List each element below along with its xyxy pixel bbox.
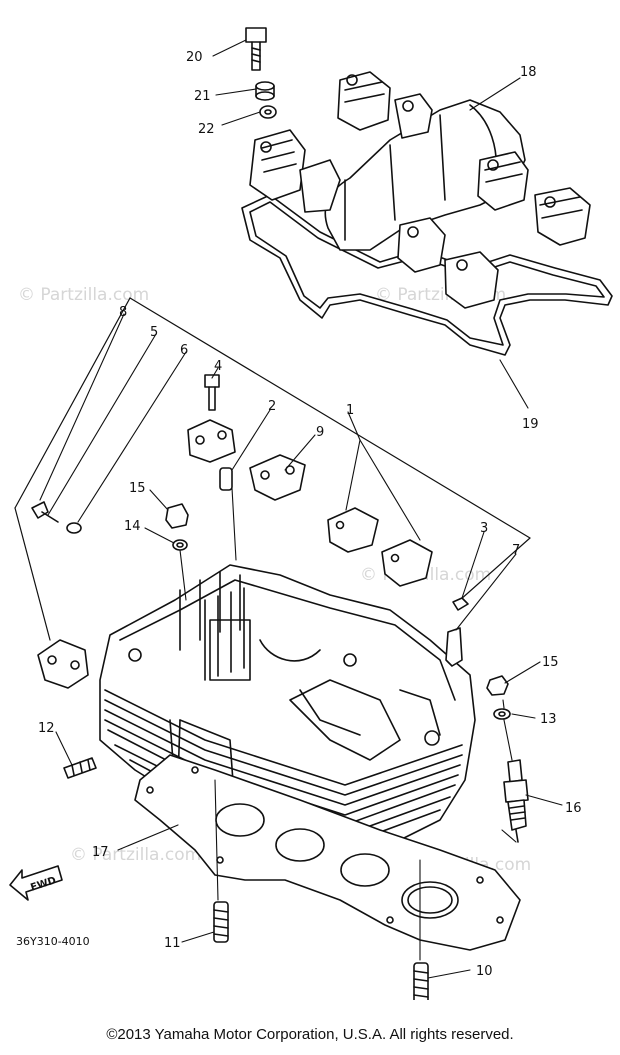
callout-13: 13 (540, 712, 557, 727)
diagram-code: 36Y310-4010 (16, 935, 90, 948)
callout-22: 22 (198, 122, 215, 137)
leader-lines (39, 39, 563, 979)
clip (452, 597, 469, 611)
cover-bolt (245, 27, 267, 71)
bolt (31, 501, 59, 523)
callout-8: 8 (119, 305, 127, 320)
dowel-pin (219, 467, 233, 491)
watermark-text: © Partzilla.com (70, 845, 201, 865)
callout-9: 9 (316, 425, 324, 440)
callout-3: 3 (480, 521, 488, 536)
callout-6: 6 (180, 343, 188, 358)
cam-cap (249, 454, 306, 501)
grommet (255, 81, 275, 101)
cam-cap (381, 539, 433, 587)
oil-plug (445, 627, 463, 667)
spark-plug (503, 759, 529, 843)
forward-arrow-icon (9, 865, 63, 901)
callout-14: 14 (124, 519, 141, 534)
washer (259, 105, 277, 119)
callout-4: 4 (214, 359, 222, 374)
callout-2: 2 (268, 399, 276, 414)
cam-cap (327, 507, 379, 553)
callout-16: 16 (565, 801, 582, 816)
callout-20: 20 (186, 50, 203, 65)
washer (172, 539, 188, 551)
washer (493, 708, 511, 720)
callout-1: 1 (346, 403, 354, 418)
copyright-footer: ©2013 Yamaha Motor Corporation, U.S.A. A… (106, 1026, 514, 1043)
callout-11: 11 (164, 936, 181, 951)
callout-15: 15 (542, 655, 559, 670)
callout-12: 12 (38, 721, 55, 736)
callout-15: 15 (129, 481, 146, 496)
callout-18: 18 (520, 65, 537, 80)
stud-bolt (213, 901, 229, 943)
head-cover (249, 71, 591, 309)
timing-cover-plate (37, 639, 89, 689)
cap-nut (486, 675, 509, 696)
callout-17: 17 (92, 845, 109, 860)
cylinder-head-gasket (134, 754, 521, 951)
stud-bolt (413, 962, 429, 1000)
callout-7: 7 (512, 543, 520, 558)
assembly-frame-lines (14, 297, 531, 641)
callout-5: 5 (150, 325, 158, 340)
cam-cap (187, 419, 236, 463)
callout-labels: 20 21 22 18 19 8 5 6 4 2 9 1 3 7 15 14 1… (38, 50, 582, 979)
cam-cap-bolt (204, 374, 220, 411)
callout-19: 19 (522, 417, 539, 432)
callout-10: 10 (476, 964, 493, 979)
cylinder-head-exploded-diagram: © Partzilla.com © Partzilla.com © Partzi… (9, 27, 613, 1000)
callout-21: 21 (194, 89, 211, 104)
watermark-text: © Partzilla.com (18, 285, 149, 305)
stud-bolt (63, 757, 97, 779)
cap-nut (165, 503, 189, 529)
washer (66, 522, 82, 534)
